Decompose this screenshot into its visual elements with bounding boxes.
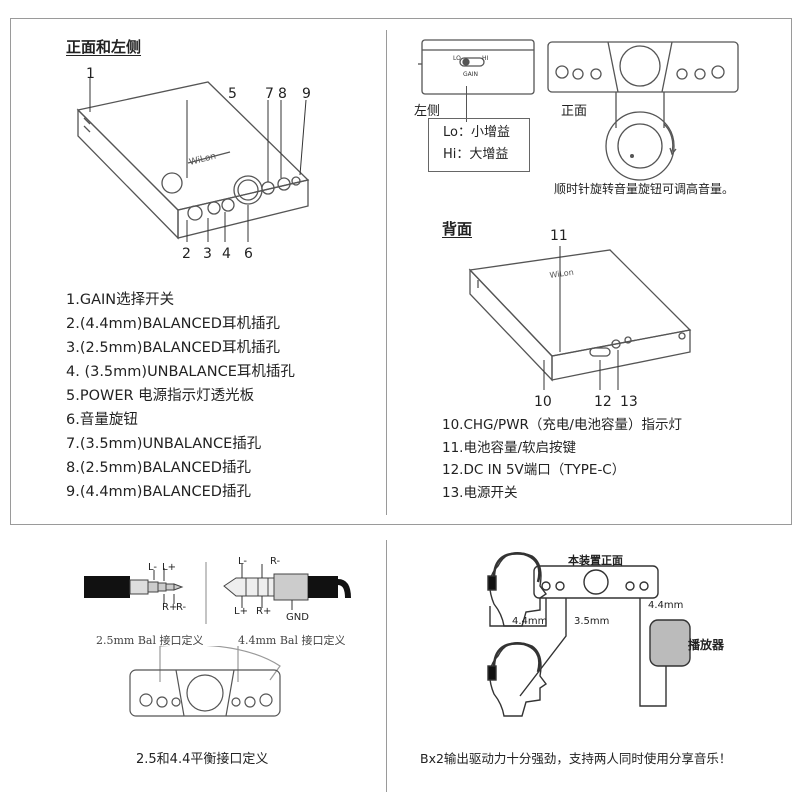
callout-3: 3 xyxy=(203,246,212,262)
device-front-illustration: WiLon xyxy=(76,78,310,242)
label-25-bal: 2.5mm Bal 接口定义 xyxy=(96,634,204,647)
plug-label-l-minus: L- xyxy=(148,562,158,573)
switch-hi-text: HI xyxy=(482,55,489,62)
left-side-label: 左侧 xyxy=(414,104,441,119)
plug-label-gnd: GND xyxy=(286,612,309,623)
dual-caption: Bx2输出驱动力十分强劲，支持两人同时使用分享音乐！ xyxy=(420,751,732,766)
plug-label-l-plus-2: L+ xyxy=(234,606,248,617)
list-item: 2.(4.4mm)BALANCED耳机插孔 xyxy=(66,316,280,332)
plug-label-r-minus-2: R- xyxy=(270,556,281,567)
callout-10: 10 xyxy=(534,394,552,410)
plug-label-l-plus: L+ xyxy=(162,562,176,573)
callout-12: 12 xyxy=(594,394,612,410)
svg-text:WiLon: WiLon xyxy=(188,152,217,168)
callout-2: 2 xyxy=(182,246,191,262)
switch-gain-text: GAIN xyxy=(463,71,478,78)
dual-output-illustration xyxy=(487,552,691,717)
callout-4: 4 xyxy=(222,246,231,262)
callout-5: 5 xyxy=(228,86,237,102)
dual-44-left: 4.4mm xyxy=(512,616,548,627)
back-side-title: 背面 xyxy=(442,220,473,238)
callout-11: 11 xyxy=(550,228,568,244)
device-back-illustration: WiLon xyxy=(468,246,692,390)
player-label: 播放器 xyxy=(688,638,725,652)
callout-7: 7 xyxy=(265,86,274,102)
front-label: 正面 xyxy=(561,104,588,119)
plug-label-r-plus: R+ xyxy=(162,602,178,613)
list-item: 9.(4.4mm)BALANCED插孔 xyxy=(66,484,251,500)
callout-1: 1 xyxy=(86,66,95,82)
volume-caption: 顺时针旋转音量旋钮可调高音量。 xyxy=(554,182,735,196)
device-front-face xyxy=(177,179,309,239)
switch-lo-text: LO xyxy=(453,55,461,62)
balanced-ports-illustration xyxy=(129,646,281,717)
dual-35: 3.5mm xyxy=(574,616,610,627)
list-item: 10.CHG/PWR（充电/电池容量）指示灯 xyxy=(442,417,682,433)
list-item: 4. (3.5mm)UNBALANCE耳机插孔 xyxy=(66,364,295,380)
back-feature-list: 10.CHG/PWR（充电/电池容量）指示灯 11.电池容量/软启按键 12.D… xyxy=(442,414,682,504)
front-panel-illustration xyxy=(547,41,739,181)
list-item: 5.POWER 电源指示灯透光板 xyxy=(66,388,255,404)
callout-9: 9 xyxy=(302,86,311,102)
gain-lo-text: Lo：小增益 xyxy=(443,125,510,140)
dual-title: 本装置正面 xyxy=(568,554,623,567)
plug-label-r-minus: R- xyxy=(176,602,187,613)
list-item: 6.音量旋钮 xyxy=(66,412,138,428)
callout-6: 6 xyxy=(244,246,253,262)
list-item: 13.电源开关 xyxy=(442,484,518,501)
svg-text:WiLon: WiLon xyxy=(549,268,574,280)
bottom-divider xyxy=(386,540,387,792)
list-item: 12.DC IN 5V端口（TYPE-C） xyxy=(442,462,626,478)
device-side-face xyxy=(77,108,179,240)
gain-hi-text: Hi：大增益 xyxy=(443,147,509,162)
dual-44-right: 4.4mm xyxy=(648,600,684,611)
front-side-title: 正面和左侧 xyxy=(66,38,142,56)
label-44-bal: 4.4mm Bal 接口定义 xyxy=(238,634,346,647)
front-feature-list: 1.GAIN选择开关 2.(4.4mm)BALANCED耳机插孔 3.(2.5m… xyxy=(66,288,295,504)
list-item: 7.(3.5mm)UNBALANCE插孔 xyxy=(66,436,262,452)
callout-8: 8 xyxy=(278,86,287,102)
list-item: 1.GAIN选择开关 xyxy=(66,292,175,308)
list-item: 11.电池容量/软启按键 xyxy=(442,439,577,456)
callout-13: 13 xyxy=(620,394,638,410)
panel-divider xyxy=(386,30,387,515)
top-panel xyxy=(10,18,792,525)
gain-switch-illustration: LO HI GAIN xyxy=(418,39,535,95)
gain-callout-line xyxy=(466,86,467,122)
plugs-caption: 2.5和4.4平衡接口定义 xyxy=(136,752,269,767)
plug-label-l-minus-2: L- xyxy=(238,556,248,567)
plug-definitions-illustration xyxy=(84,562,351,624)
list-item: 3.(2.5mm)BALANCED耳机插孔 xyxy=(66,340,280,356)
plug-label-r-plus-2: R+ xyxy=(256,606,272,617)
gain-info-box: Lo：小增益 Hi：大增益 xyxy=(428,118,530,172)
list-item: 8.(2.5mm)BALANCED插孔 xyxy=(66,460,251,476)
